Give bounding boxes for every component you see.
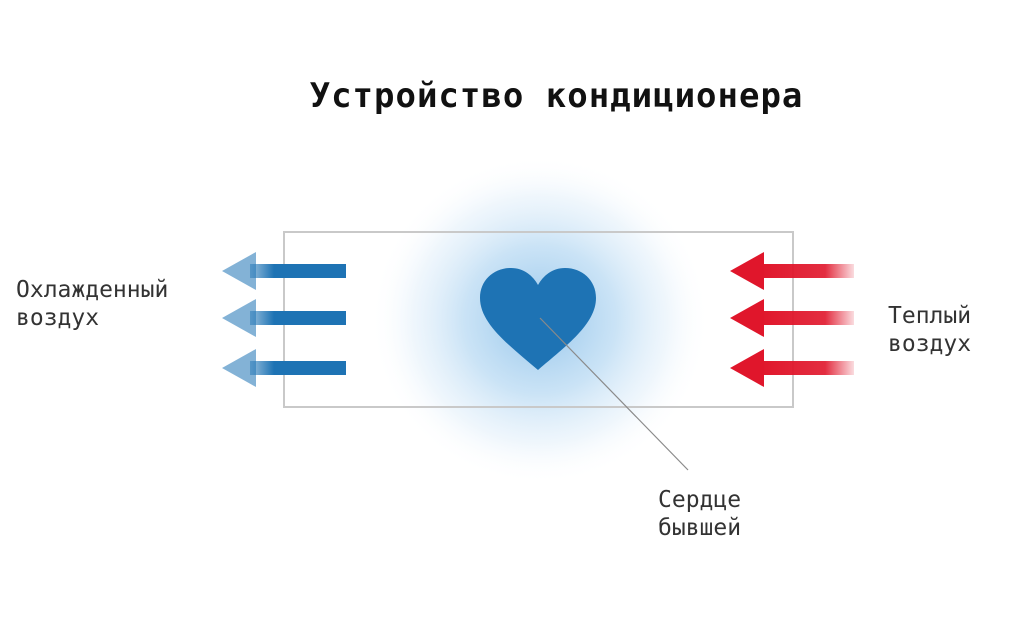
- heart-label-line2: бывшей: [658, 515, 742, 541]
- arrow-left-icon: [222, 252, 346, 290]
- cooled-air-label-line1: Охлажденный: [16, 277, 169, 303]
- heart-label-line1: Сердце: [658, 487, 742, 513]
- arrow-left-icon: [730, 299, 854, 337]
- warm-air-label-line1: Теплый: [888, 303, 972, 329]
- arrow-left-icon: [222, 299, 346, 337]
- cooled-air-label-line2: воздух: [16, 305, 100, 331]
- warm-air-label: Теплый воздух: [888, 302, 971, 358]
- warm-air-label-line2: воздух: [888, 331, 972, 357]
- arrow-left-icon: [222, 349, 346, 387]
- diagram-title: Устройство кондиционера: [309, 76, 804, 116]
- arrow-left-icon: [730, 349, 854, 387]
- cold-air-arrows: [222, 252, 346, 387]
- arrow-left-icon: [730, 252, 854, 290]
- heart-label: Сердце бывшей: [658, 486, 741, 542]
- warm-air-arrows: [730, 252, 854, 387]
- cooled-air-label: Охлажденный воздух: [16, 276, 168, 332]
- heart-pointer-line: [539, 317, 689, 471]
- heart-icon: [480, 268, 596, 370]
